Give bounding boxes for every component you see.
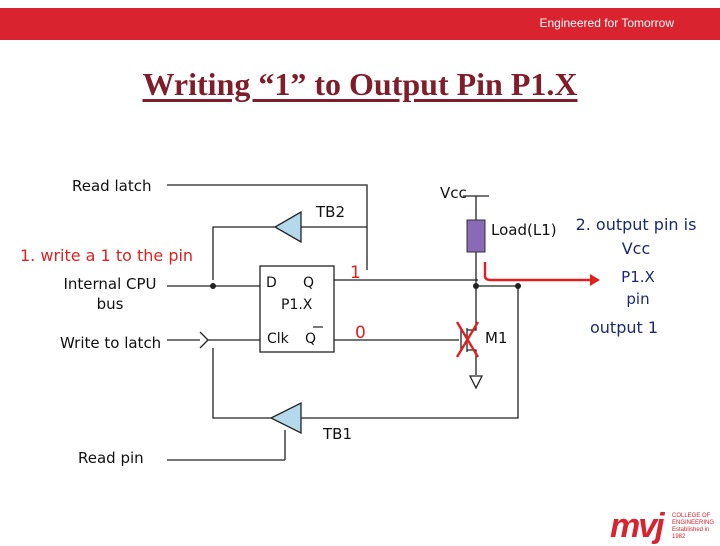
wire-read-latch xyxy=(167,184,368,270)
label-write-one: 1. write a 1 to the pin xyxy=(20,246,194,265)
label-read-pin: Read pin xyxy=(78,449,144,467)
label-vcc: Vcc xyxy=(440,184,467,202)
m1-source xyxy=(467,349,477,375)
label-pin-line1: P1.X xyxy=(621,268,655,286)
label-tb2: TB2 xyxy=(316,203,345,221)
latch-box xyxy=(259,265,335,353)
junction-dot xyxy=(515,283,521,289)
label-m1: M1 xyxy=(485,329,508,347)
ground-symbol xyxy=(468,375,484,390)
latch-qbar-label: Q xyxy=(305,331,317,347)
latch-name: P1.X xyxy=(281,297,313,313)
label-tb1: TB1 xyxy=(323,425,352,443)
label-write-to-latch: Write to latch xyxy=(60,334,162,352)
qbar-value: 0 xyxy=(355,323,366,343)
current-arrowhead xyxy=(590,274,600,286)
wire-tb1-left xyxy=(212,348,271,419)
logo-sub-2: ENGINEERING xyxy=(672,520,715,526)
latch-clk-label: Clk xyxy=(267,331,289,347)
latch-q-label: Q xyxy=(303,275,315,291)
load-resistor xyxy=(466,219,486,253)
logo-sub-3: Established in 1982 xyxy=(672,527,710,540)
label-output-vcc-line1: 2. output pin is xyxy=(575,215,697,234)
current-path-arrow xyxy=(483,262,590,282)
tb2-buffer xyxy=(273,210,302,244)
slide-title: Writing “1” to Output Pin P1.X xyxy=(0,66,720,103)
label-output-vcc-line2: Vcc xyxy=(621,239,651,258)
wire-tb1-right xyxy=(301,286,519,419)
header-banner: Engineered for Tomorrow xyxy=(0,8,720,40)
m1-off-cross xyxy=(455,321,480,358)
label-output-one: output 1 xyxy=(590,318,659,337)
college-logo: mvj xyxy=(610,507,665,545)
junction-dot xyxy=(210,283,216,289)
slide-title-text: Writing “1” to Output Pin P1.X xyxy=(142,66,578,102)
label-load: Load(L1) xyxy=(491,221,557,239)
junction-dot xyxy=(473,283,479,289)
wire-tb2-left xyxy=(212,226,275,280)
label-pin-line2: pin xyxy=(626,290,650,308)
label-cpu-bus-line2: bus xyxy=(96,295,124,313)
label-read-latch: Read latch xyxy=(72,177,152,195)
logo-sub-1: COLLEGE OF xyxy=(672,513,711,519)
wire-clk-tick xyxy=(199,331,209,349)
header-tagline: Engineered for Tomorrow xyxy=(539,16,674,30)
college-logo-subtitle: COLLEGE OF ENGINEERING Established in 19… xyxy=(672,513,720,541)
latch-d-label: D xyxy=(266,275,277,291)
label-cpu-bus-line1: Internal CPU xyxy=(63,275,157,293)
q-value: 1 xyxy=(350,263,361,283)
tb1-buffer xyxy=(269,401,302,435)
